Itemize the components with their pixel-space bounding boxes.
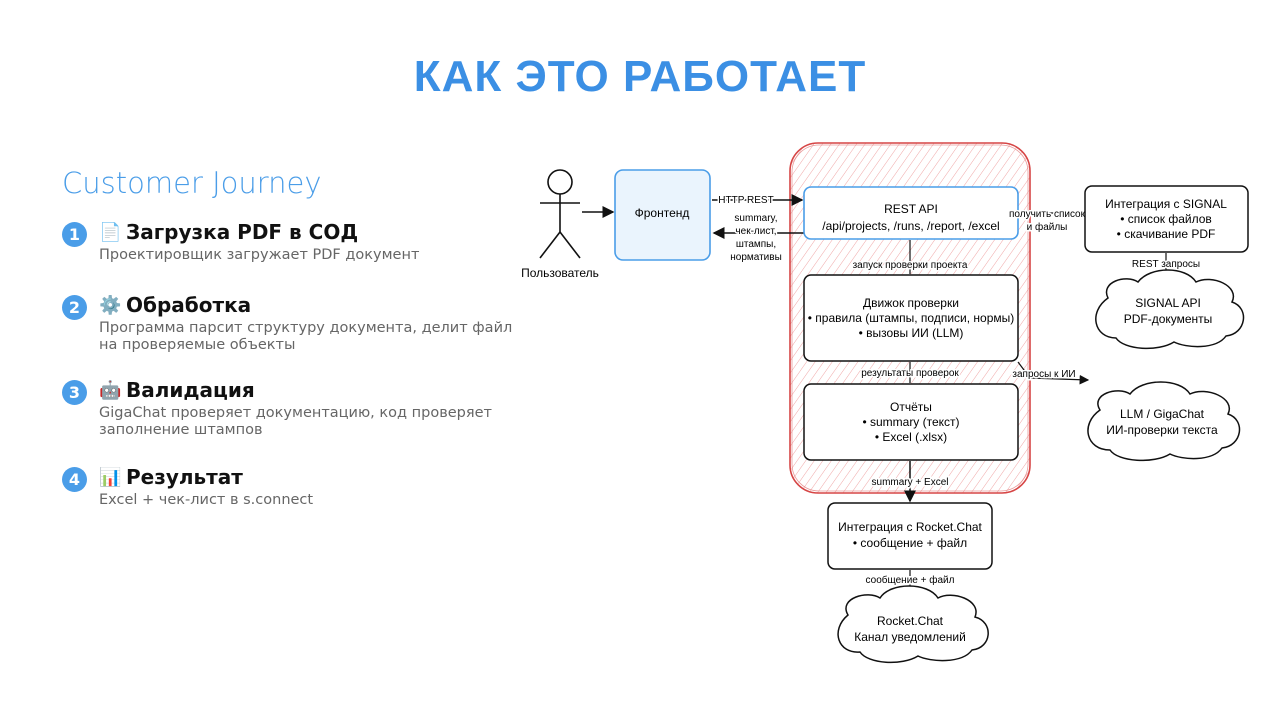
step-number-badge: 2	[62, 295, 87, 320]
svg-text:чек-лист,: чек-лист,	[735, 226, 776, 237]
get-list-label-1: получить список	[1009, 209, 1086, 220]
user-label: Пользователь	[521, 266, 599, 280]
step-description: GigaChat проверяет документацию, код про…	[99, 405, 492, 438]
summary-excel-label: summary + Excel	[872, 477, 949, 488]
engine-line1: • правила (штампы, подписи, нормы)	[808, 311, 1015, 325]
response-label: summary, чек-лист, штампы, нормативы	[729, 212, 784, 265]
engine-line2: • вызовы ИИ (LLM)	[859, 326, 964, 340]
reports-title: Отчёты	[890, 400, 932, 414]
step-number-badge: 1	[62, 222, 87, 247]
svg-text:нормативы: нормативы	[730, 252, 782, 263]
http-rest-label: HTTP REST	[718, 195, 773, 206]
rocket-integration-box	[827, 502, 993, 570]
llm-subtitle: ИИ-проверки текста	[1106, 423, 1218, 437]
robot-icon: 🤖	[99, 380, 122, 401]
signal-integration-line2: • скачивание PDF	[1117, 227, 1216, 241]
step-title: Валидация	[126, 378, 255, 402]
signal-api-title: SIGNAL API	[1135, 296, 1201, 310]
rocket-chat-cloud	[837, 585, 989, 664]
page-title: КАК ЭТО РАБОТАЕТ	[413, 52, 867, 101]
svg-text:summary,: summary,	[734, 213, 777, 224]
step-number-badge: 4	[62, 467, 87, 492]
step-title: Результат	[126, 465, 243, 489]
gear-icon: ⚙️	[99, 295, 122, 316]
reports-line1: • summary (текст)	[862, 415, 959, 429]
user-icon	[539, 169, 581, 259]
rocket-chat-subtitle: Канал уведомлений	[854, 630, 966, 644]
rocket-chat-title: Rocket.Chat	[877, 614, 944, 628]
signal-api-cloud	[1095, 269, 1245, 350]
rest-requests-label: REST запросы	[1132, 259, 1200, 270]
reports-box	[803, 383, 1019, 461]
ai-requests-label: запросы к ИИ	[1012, 369, 1075, 380]
step-number-badge: 3	[62, 380, 87, 405]
results-label: результаты проверок	[861, 368, 959, 379]
signal-integration-box	[1084, 185, 1249, 253]
journey-heading: Customer Journey	[62, 166, 322, 200]
engine-box	[803, 274, 1019, 362]
get-list-label-2: и файлы	[1027, 221, 1068, 233]
engine-title: Движок проверки	[863, 296, 959, 310]
rocket-integration-title: Интеграция с Rocket.Chat	[838, 520, 982, 534]
reports-line2: • Excel (.xlsx)	[875, 430, 947, 444]
step-title: Загрузка PDF в СОД	[126, 220, 359, 244]
step-description: Excel + чек-лист в s.connect	[99, 492, 314, 508]
frontend-box	[614, 169, 711, 261]
svg-text:штампы,: штампы,	[736, 239, 776, 250]
step-description: Программа парсит структуру документа, де…	[99, 320, 513, 353]
rest-api-paths: /api/projects, /runs, /report, /excel	[822, 219, 999, 233]
message-file-label: сообщение + файл	[866, 574, 955, 586]
step-description: Проектировщик загружает PDF документ	[99, 247, 420, 263]
signal-api-subtitle: PDF-документы	[1124, 312, 1213, 326]
document-icon: 📄	[99, 222, 122, 243]
bar-chart-icon: 📊	[99, 467, 122, 488]
llm-cloud	[1087, 381, 1241, 462]
llm-title: LLM / GigaChat	[1120, 407, 1205, 421]
frontend-label: Фронтенд	[635, 206, 690, 220]
step-title: Обработка	[126, 293, 252, 317]
signal-integration-title: Интеграция с SIGNAL	[1105, 197, 1227, 211]
launch-label: запуск проверки проекта	[853, 260, 968, 271]
rest-api-title: REST API	[884, 202, 938, 216]
rocket-integration-line1: • сообщение + файл	[853, 536, 967, 550]
signal-integration-line1: • список файлов	[1120, 212, 1212, 226]
